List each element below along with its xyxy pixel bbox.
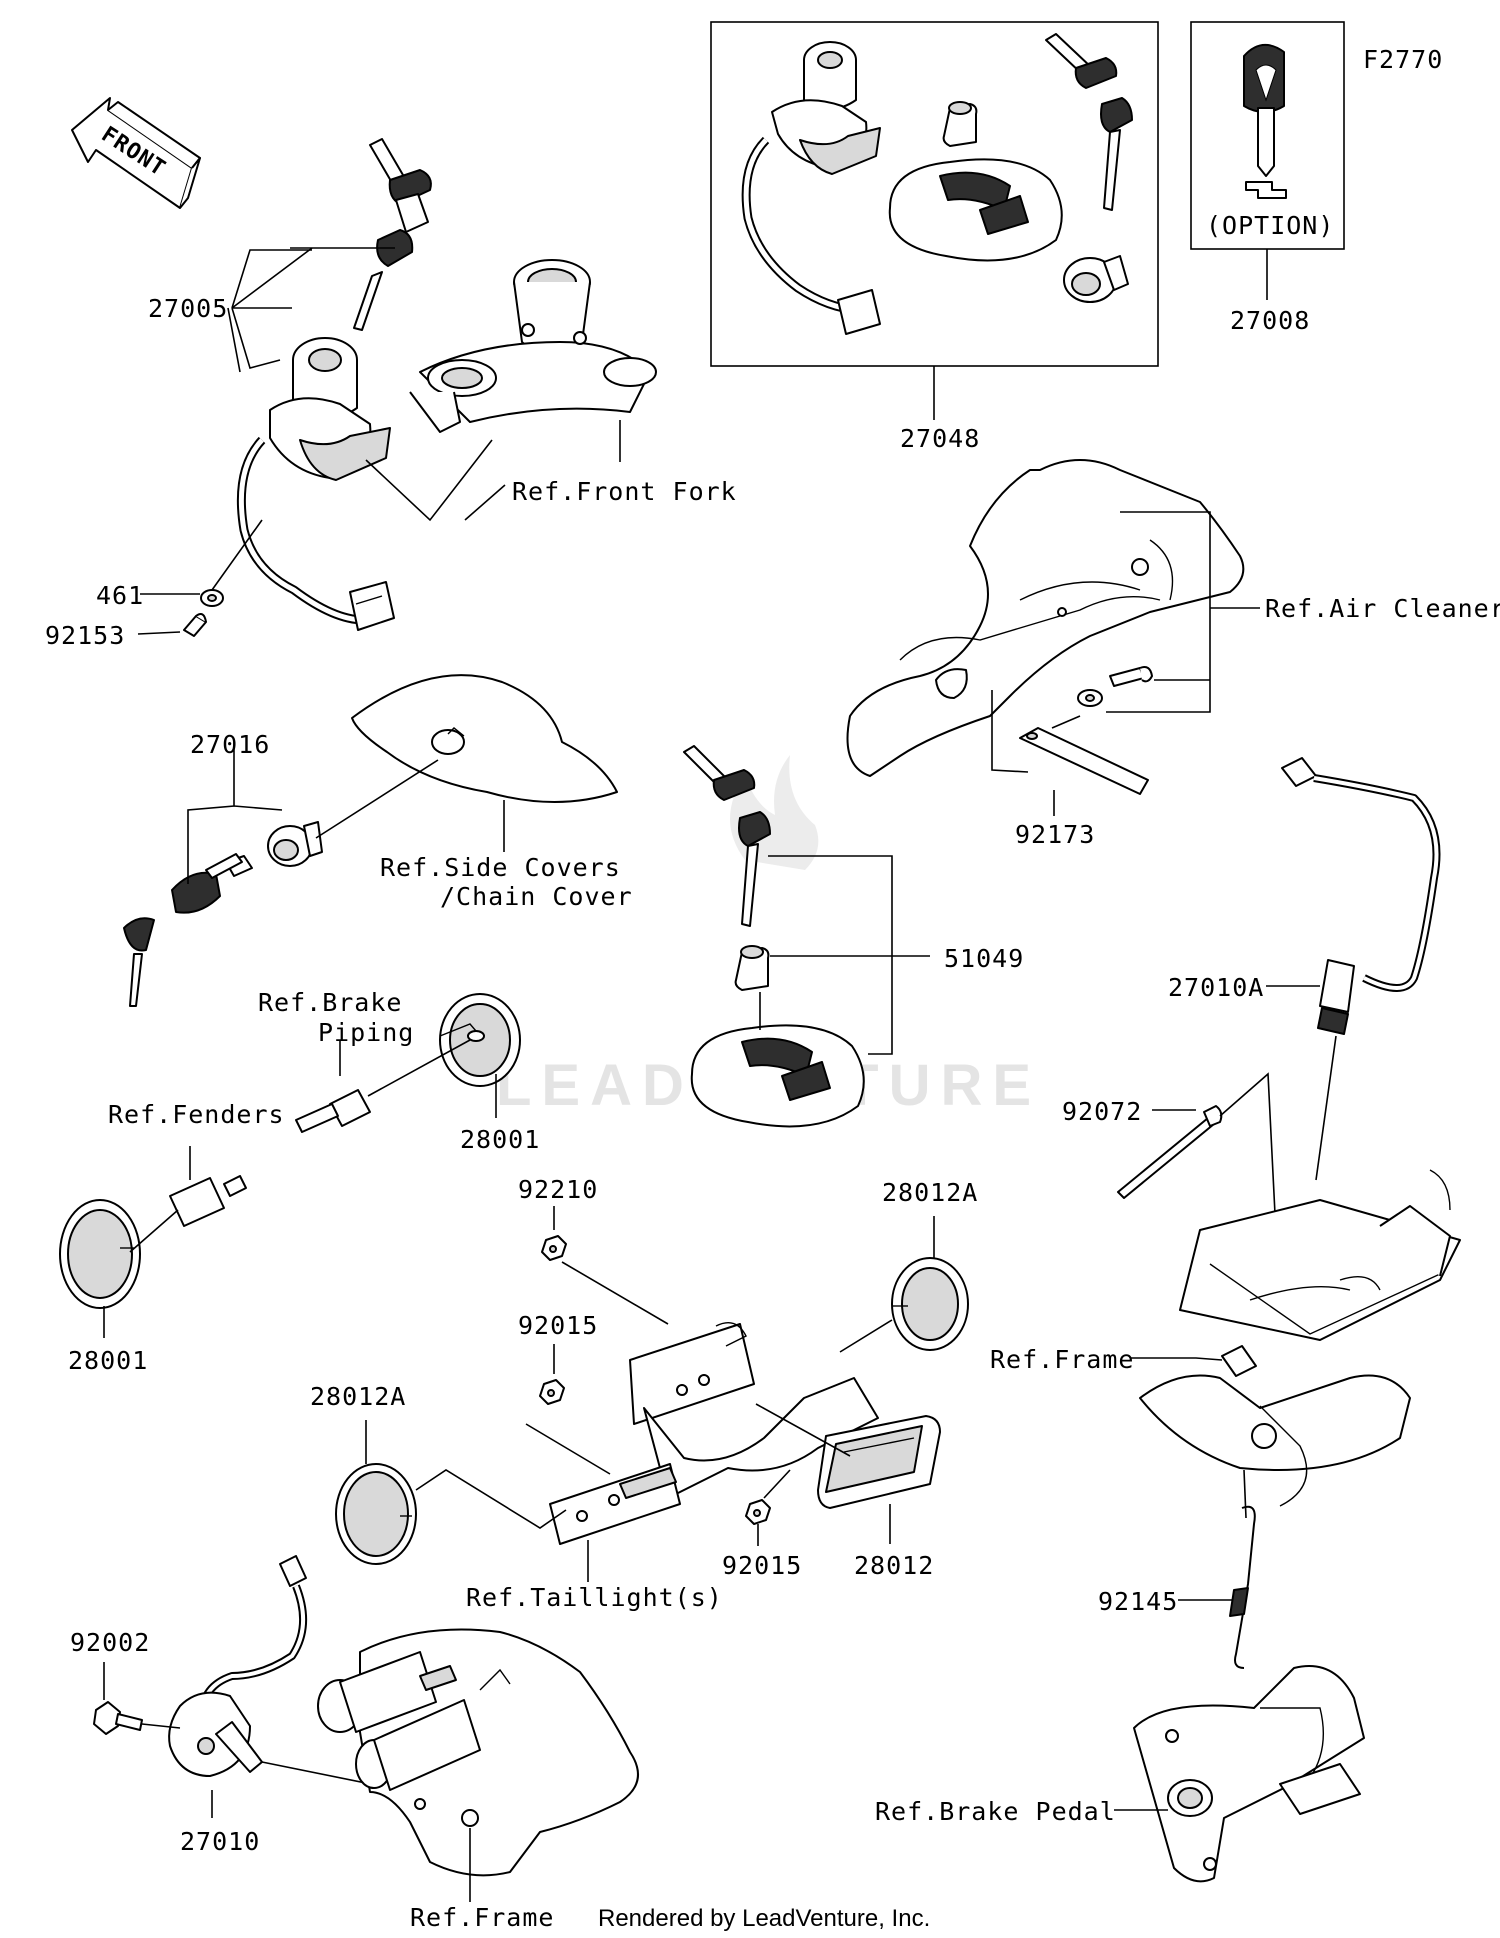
ref-side-covers-1[interactable]: Ref.Side Covers — [380, 853, 621, 882]
option-label: (OPTION) — [1206, 211, 1334, 240]
reflector-28012 — [817, 1415, 941, 1509]
part-28001-middle[interactable]: 28001 — [460, 1125, 540, 1154]
part-27008[interactable]: 27008 — [1230, 306, 1310, 335]
lock-set-51049 — [683, 745, 865, 1128]
ref-front-fork[interactable]: Ref.Front Fork — [512, 477, 737, 506]
part-27048[interactable]: 27048 — [900, 424, 980, 453]
ref-taillights[interactable]: Ref.Taillight(s) — [466, 1583, 723, 1612]
part-92015-right[interactable]: 92015 — [722, 1551, 802, 1580]
figure-code: F2770 — [1363, 45, 1443, 74]
front-fork-clamp — [409, 259, 657, 433]
ref-side-covers-2[interactable]: /Chain Cover — [440, 882, 633, 911]
part-92153[interactable]: 92153 — [45, 621, 125, 650]
part-27016[interactable]: 27016 — [190, 730, 270, 759]
leader-27005 — [231, 247, 313, 369]
frame-bottom — [317, 1628, 639, 1877]
part-92173[interactable]: 92173 — [1015, 820, 1095, 849]
reflector-28001-left — [59, 1199, 141, 1309]
sensor-27010A — [1281, 757, 1441, 1035]
ref-air-cleaner[interactable]: Ref.Air Cleaner — [1265, 594, 1500, 623]
part-28012A-right[interactable]: 28012A — [882, 1178, 978, 1207]
part-461[interactable]: 461 — [96, 581, 144, 610]
ref-brake-1[interactable]: Ref.Brake — [258, 988, 402, 1017]
lock-set-27048 — [741, 33, 1133, 335]
part-51049[interactable]: 51049 — [944, 944, 1024, 973]
nut-92210 — [541, 1235, 567, 1261]
bolt-air-cleaner — [1109, 666, 1153, 687]
credit-text: Rendered by LeadVenture, Inc. — [598, 1905, 930, 1932]
brake-piping-bracket — [295, 1089, 371, 1133]
part-27010[interactable]: 27010 — [180, 1827, 260, 1856]
strap-92173 — [1019, 727, 1149, 795]
side-cover-shape — [351, 674, 618, 803]
ignition-switch-assembly — [236, 138, 432, 631]
spring-92145 — [1229, 1505, 1256, 1669]
part-92145[interactable]: 92145 — [1098, 1587, 1178, 1616]
reflector-28001-middle — [439, 993, 521, 1087]
sensor-27010 — [168, 1555, 308, 1777]
ref-frame-right[interactable]: Ref.Frame — [990, 1345, 1134, 1374]
part-28012[interactable]: 28012 — [854, 1551, 934, 1580]
part-92002[interactable]: 92002 — [70, 1628, 150, 1657]
part-92015-left[interactable]: 92015 — [518, 1311, 598, 1340]
air-cleaner-housing — [846, 459, 1245, 777]
washer-461 — [200, 589, 224, 607]
washer-air-cleaner — [1077, 689, 1103, 707]
cable-tie-92072 — [1117, 1105, 1223, 1199]
ref-brake-2[interactable]: Piping — [318, 1018, 414, 1047]
ref-fenders[interactable]: Ref.Fenders — [108, 1100, 285, 1129]
frame-right — [1139, 1169, 1461, 1507]
fenders-bracket — [169, 1175, 247, 1227]
part-92072[interactable]: 92072 — [1062, 1097, 1142, 1126]
bolt-92002 — [93, 1701, 143, 1735]
taillight-bracket — [549, 1322, 879, 1545]
ref-frame-bottom[interactable]: Ref.Frame — [410, 1903, 554, 1932]
screw-92153 — [183, 613, 207, 637]
brake-pedal-bracket — [1133, 1665, 1365, 1883]
nut-92015-right — [745, 1499, 771, 1525]
part-27010A[interactable]: 27010A — [1168, 973, 1264, 1002]
part-28012A-left[interactable]: 28012A — [310, 1382, 406, 1411]
front-arrow-icon: FRONT — [71, 97, 201, 209]
part-92210[interactable]: 92210 — [518, 1175, 598, 1204]
part-27005[interactable]: 27005 — [148, 294, 228, 323]
part-28001-left[interactable]: 28001 — [68, 1346, 148, 1375]
ref-brake-pedal[interactable]: Ref.Brake Pedal — [875, 1797, 1116, 1826]
reflector-28012A-left — [335, 1463, 417, 1565]
lock-27016 — [123, 821, 323, 1007]
nut-92015-left — [539, 1379, 565, 1405]
blank-key-27008 — [1243, 44, 1287, 199]
reflector-28012A-right — [891, 1257, 969, 1351]
